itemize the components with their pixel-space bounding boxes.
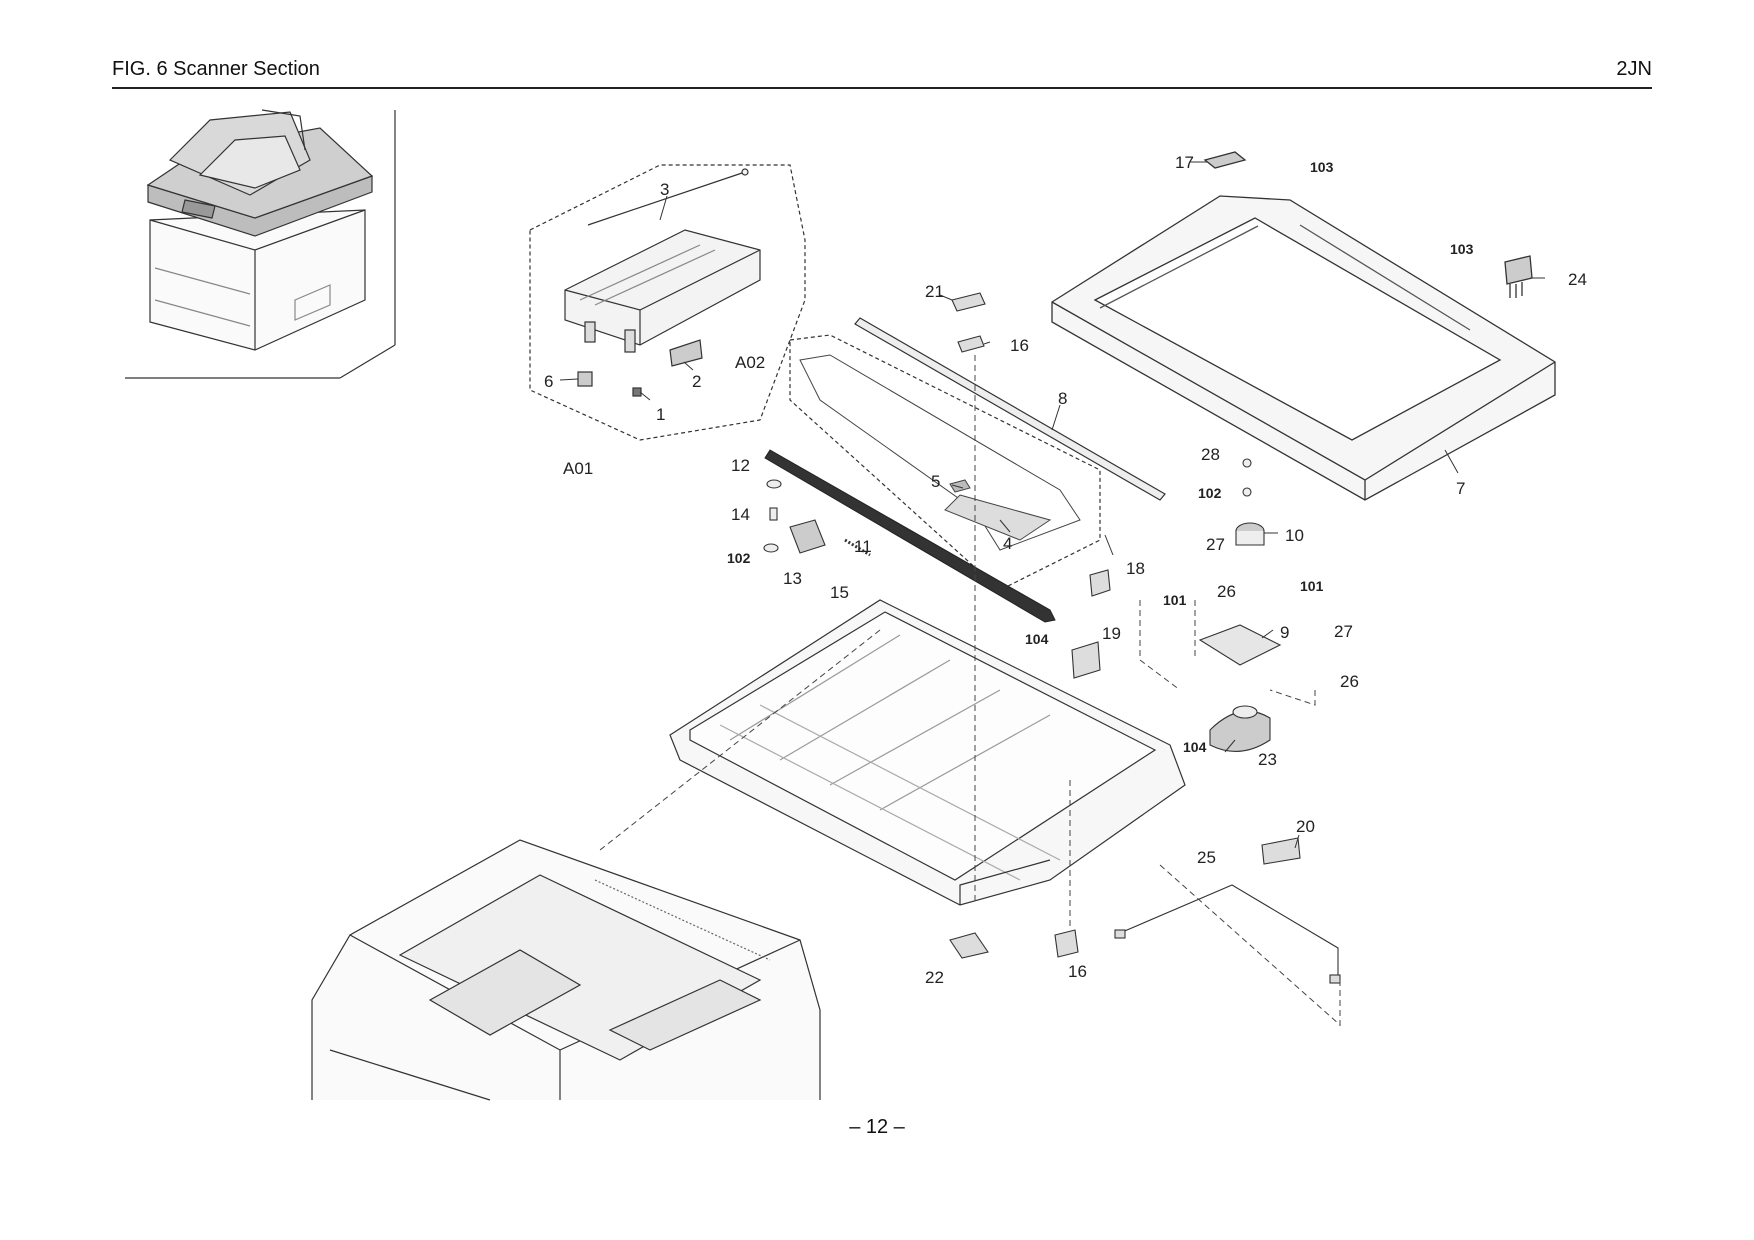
callout-labels: 1 2 3 4 5 6 7 8 9 10 11 12 13 14 15 16 1… [544,153,1587,987]
callout-102-b: 102 [1198,485,1222,501]
callout-17: 17 [1175,153,1194,172]
header-rule [112,87,1652,89]
machine-overview-inset [125,109,396,379]
a01-unit-boundary [529,164,806,441]
callout-104-b: 104 [1183,739,1207,755]
callout-19: 19 [1102,624,1121,643]
a02-region-boundary [789,334,1101,591]
guide-rod-8 [854,317,1166,501]
document-code: 2JN [1616,58,1652,80]
drive-belt-11 [764,449,1056,623]
alignment-lines [599,355,1341,1030]
callout-11: 11 [854,537,872,556]
callout-24: 24 [1568,270,1587,289]
callout-18: 18 [1126,559,1145,578]
callout-8: 8 [1058,389,1067,408]
scanner-upper-frame-7 [1051,151,1556,501]
callout-1: 1 [656,405,665,424]
callout-7: 7 [1456,479,1465,498]
callout-10: 10 [1285,526,1304,545]
callout-a01: A01 [563,459,593,478]
motor-assembly [1198,458,1282,752]
sheets-and-brackets [949,292,1341,984]
small-parts-12-15 [763,479,871,557]
callout-102-a: 102 [727,550,751,566]
ffc-cable-4 [799,354,1081,551]
callout-4: 4 [1003,534,1012,553]
printer-main-body [311,839,821,1101]
callout-21: 21 [925,282,944,301]
callout-15: 15 [830,583,849,602]
callout-9: 9 [1280,623,1289,642]
callout-103-b: 103 [1450,241,1474,257]
figure-title: FIG. 6 Scanner Section [112,58,320,80]
callout-5: 5 [931,472,940,491]
callout-13: 13 [783,569,802,588]
callout-6: 6 [544,372,553,391]
callout-22: 22 [925,968,944,987]
callout-3: 3 [660,180,669,199]
callout-leaders [559,161,1545,849]
callout-a02: A02 [735,353,765,372]
callout-23: 23 [1258,750,1277,769]
callout-12: 12 [731,456,750,475]
callout-16-top: 16 [1010,336,1029,355]
callout-103-a: 103 [1310,159,1334,175]
scanner-lower-frame [669,599,1186,906]
callout-101-b: 101 [1300,578,1324,594]
callout-26-a: 26 [1217,582,1236,601]
page-header: FIG. 6 Scanner Section 2JN [112,56,1652,90]
callout-25: 25 [1197,848,1216,867]
callout-101-a: 101 [1163,592,1187,608]
callout-27-a: 27 [1206,535,1225,554]
page-number: – 12 – [849,1116,905,1138]
callout-16-bottom: 16 [1068,962,1087,981]
callout-2: 2 [692,372,701,391]
callout-28: 28 [1201,445,1220,464]
callout-104-a: 104 [1025,631,1049,647]
callout-26-b: 26 [1340,672,1359,691]
callout-27-b: 27 [1334,622,1353,641]
scanner-carriage [564,168,761,397]
callout-14: 14 [731,505,750,524]
callout-20: 20 [1296,817,1315,836]
